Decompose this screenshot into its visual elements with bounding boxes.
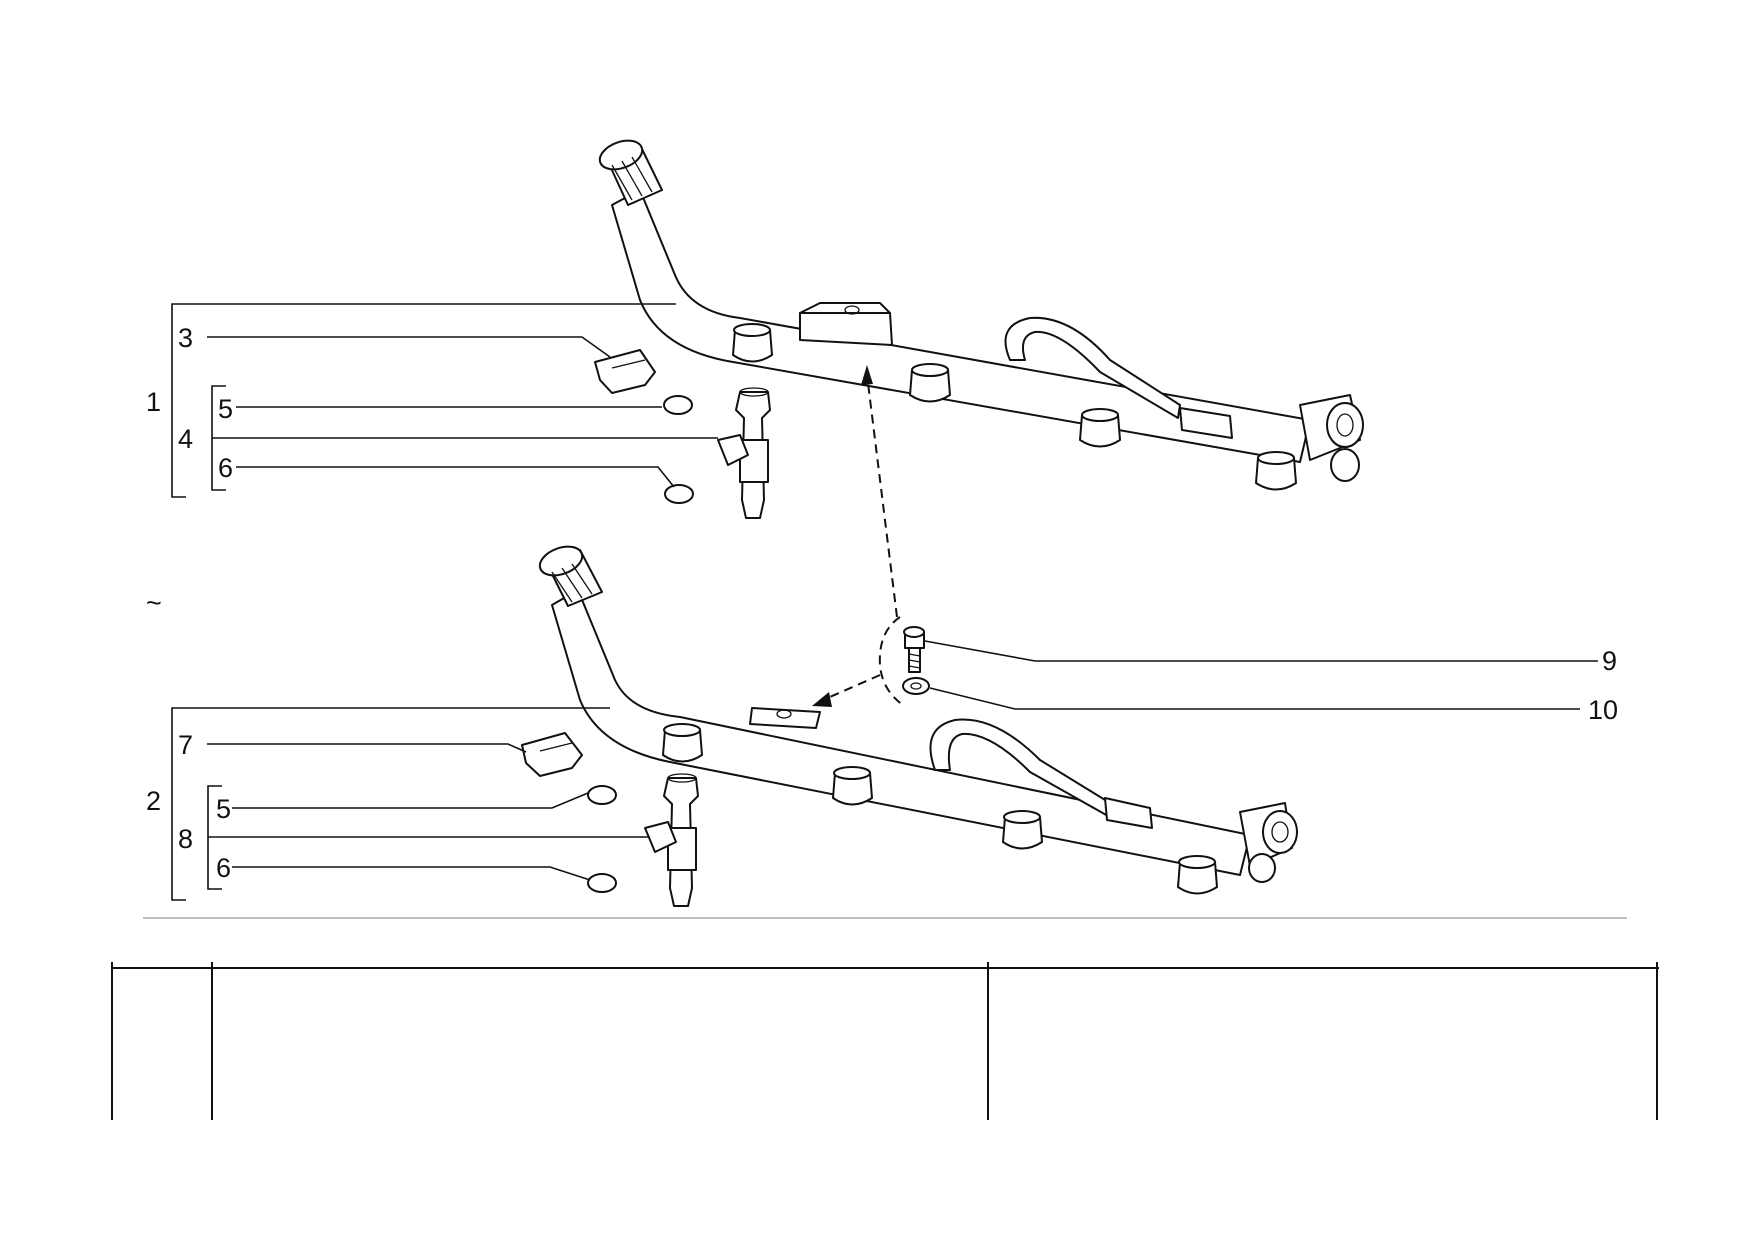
callout-2: 2 <box>146 786 161 816</box>
retaining-clip-icon <box>594 349 656 394</box>
callout-5-top: 5 <box>218 394 233 424</box>
callout-6-bottom: 6 <box>216 853 231 883</box>
screw-icon <box>903 626 925 673</box>
callout-8: 8 <box>178 824 193 854</box>
fuel-rail-bottom-icon <box>538 545 1298 895</box>
callout-leaders <box>143 303 1627 919</box>
fuel-injector-icon <box>644 773 699 907</box>
fuel-injector-icon <box>717 387 771 519</box>
o-ring-icon <box>587 873 617 893</box>
o-ring-icon <box>587 785 617 805</box>
tilde-mark: ~ <box>146 588 162 618</box>
callout-9: 9 <box>1602 646 1617 676</box>
assembly-arrow <box>812 365 904 707</box>
fuel-rail-top-icon <box>598 139 1364 491</box>
callout-7: 7 <box>178 730 193 760</box>
o-ring-icon <box>663 395 693 415</box>
callout-10: 10 <box>1588 695 1618 725</box>
callout-6-top: 6 <box>218 453 233 483</box>
parts-table-frame <box>111 962 1659 1120</box>
retaining-clip-icon <box>521 732 583 777</box>
callout-4: 4 <box>178 424 193 454</box>
callout-3: 3 <box>178 323 193 353</box>
o-ring-icon <box>664 484 694 504</box>
callout-5-bottom: 5 <box>216 794 231 824</box>
callout-1: 1 <box>146 387 161 417</box>
washer-icon <box>902 677 930 695</box>
